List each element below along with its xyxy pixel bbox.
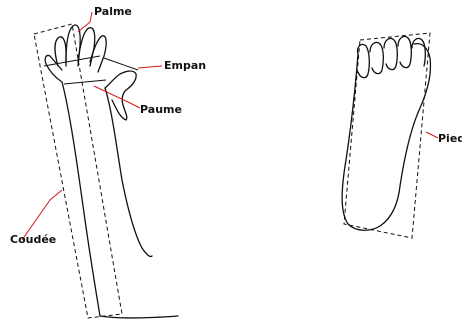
finger-1 xyxy=(55,37,66,66)
paume-measure-line xyxy=(64,80,106,84)
finger-4 xyxy=(90,36,106,72)
toe-3 xyxy=(384,38,397,69)
toe-5 xyxy=(412,38,425,66)
empan-label: Empan xyxy=(164,59,206,72)
coudee-label: Coudée xyxy=(10,233,56,246)
paume-label: Paume xyxy=(140,103,182,116)
palme-leader xyxy=(78,12,92,32)
palme-label: Palme xyxy=(94,5,132,18)
forearm-figure: Palme Empan Paume Coudée xyxy=(10,5,206,318)
elbow-cut xyxy=(100,316,178,318)
foot-figure: Pied xyxy=(342,33,462,238)
foot-outline xyxy=(342,44,430,231)
paume-leader xyxy=(94,86,140,108)
pied-leader xyxy=(426,132,438,138)
forearm-outline-left xyxy=(62,82,100,316)
finger-3 xyxy=(78,28,95,66)
pied-label: Pied xyxy=(438,132,462,145)
empan-leader xyxy=(138,66,162,68)
toe-2 xyxy=(370,42,383,73)
empan-measure-line xyxy=(104,58,138,70)
toe-4 xyxy=(398,36,411,67)
